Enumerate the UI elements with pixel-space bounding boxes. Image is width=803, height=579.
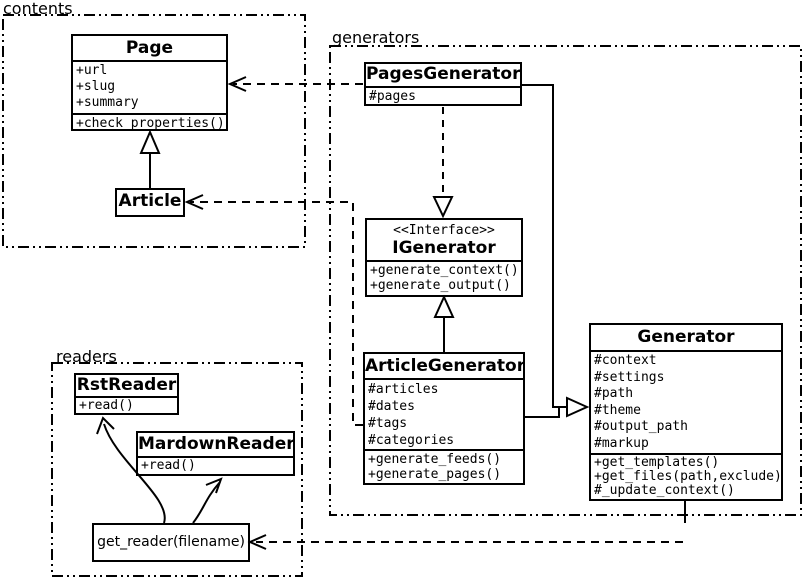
class-methods-page: +check_properties() bbox=[73, 113, 226, 131]
class-methods-igenerator: +generate_context() +generate_output() bbox=[367, 260, 521, 295]
class-attributes-article-generator: #articles #dates #tags #categories bbox=[365, 378, 523, 449]
attribute: #categories bbox=[368, 433, 455, 448]
attribute: +url bbox=[76, 63, 108, 78]
attribute: +slug bbox=[76, 79, 116, 94]
class-title-article-generator: ArticleGenerator bbox=[365, 356, 523, 376]
class-title-article: Article bbox=[118, 191, 182, 211]
dependency-arrow-pagesgenerator-page bbox=[227, 76, 363, 92]
class-box-generator: Generator #context #settings #path #them… bbox=[589, 323, 783, 501]
method: +read() bbox=[141, 458, 196, 473]
method: +generate_output() bbox=[370, 278, 511, 293]
class-box-pages-generator: PagesGenerator #pages bbox=[364, 62, 522, 106]
attribute: #context bbox=[594, 353, 657, 368]
attribute: +summary bbox=[76, 95, 139, 110]
class-title-igenerator: IGenerator bbox=[392, 238, 496, 258]
class-title-page: Page bbox=[125, 38, 174, 58]
method: +generate_feeds() bbox=[368, 452, 502, 467]
method: +read() bbox=[79, 398, 134, 413]
realization-arrow-pagesgenerator-igenerator bbox=[432, 107, 454, 219]
function-box-get-reader: get_reader(filename) bbox=[92, 523, 250, 562]
attribute: #path bbox=[594, 386, 634, 401]
class-stereotype-igenerator: <<Interface>> bbox=[393, 223, 495, 238]
class-attributes-page: +url +slug +summary bbox=[73, 60, 226, 113]
class-methods-generator: +get_templates() +get_files(path,exclude… bbox=[591, 453, 781, 499]
attribute: #output_path bbox=[594, 419, 688, 434]
attribute: #articles bbox=[368, 382, 439, 397]
class-title-pages-generator: PagesGenerator bbox=[366, 64, 520, 84]
inheritance-arrow-articlegenerator-igenerator bbox=[433, 294, 455, 352]
method: +get_files(path,exclude) bbox=[594, 469, 781, 484]
class-methods-rst-reader: +read() bbox=[76, 396, 177, 413]
class-methods-article-generator: +generate_feeds() +generate_pages() bbox=[365, 449, 523, 483]
dependency-arrow-articlegenerator-article bbox=[184, 194, 363, 426]
class-box-mardown-reader: MardownReader +read() bbox=[136, 431, 295, 476]
class-methods-mardown-reader: +read() bbox=[138, 456, 293, 474]
attribute: #settings bbox=[594, 369, 665, 385]
method: +get_templates() bbox=[594, 455, 720, 470]
package-label-readers: readers bbox=[56, 347, 117, 366]
package-label-contents: contents bbox=[3, 0, 73, 18]
method: +check_properties() bbox=[76, 116, 225, 131]
attribute: #tags bbox=[368, 416, 408, 431]
inheritance-arrow-generators-generator bbox=[522, 84, 590, 418]
attribute: #markup bbox=[594, 435, 649, 451]
method: +generate_pages() bbox=[368, 467, 502, 482]
method: +generate_context() bbox=[370, 263, 519, 278]
class-attributes-pages-generator: #pages bbox=[366, 86, 520, 104]
method: #_update_context() bbox=[594, 483, 735, 498]
get-reader-label: get_reader(filename) bbox=[97, 534, 245, 550]
attribute: #dates bbox=[368, 399, 415, 414]
class-attributes-generator: #context #settings #path #theme #output_… bbox=[591, 350, 781, 453]
class-header-igenerator: <<Interface>> IGenerator bbox=[367, 220, 521, 260]
dependency-arrow-generator-getreader bbox=[247, 501, 686, 550]
class-box-igenerator: <<Interface>> IGenerator +generate_conte… bbox=[365, 218, 523, 297]
class-title-generator: Generator bbox=[637, 327, 735, 347]
class-box-rst-reader: RstReader +read() bbox=[74, 373, 179, 415]
attribute: #pages bbox=[369, 89, 416, 104]
inheritance-arrow-article-page bbox=[139, 129, 161, 188]
attribute: #theme bbox=[594, 402, 641, 418]
package-label-generators: generators bbox=[332, 28, 420, 47]
association-arrow-getreader-mardownreader bbox=[192, 477, 223, 524]
class-box-page: Page +url +slug +summary +check_properti… bbox=[71, 34, 228, 131]
class-box-article-generator: ArticleGenerator #articles #dates #tags … bbox=[363, 352, 525, 485]
class-box-article: Article bbox=[115, 188, 185, 217]
class-title-mardown-reader: MardownReader bbox=[138, 434, 293, 454]
class-title-rst-reader: RstReader bbox=[76, 375, 177, 395]
